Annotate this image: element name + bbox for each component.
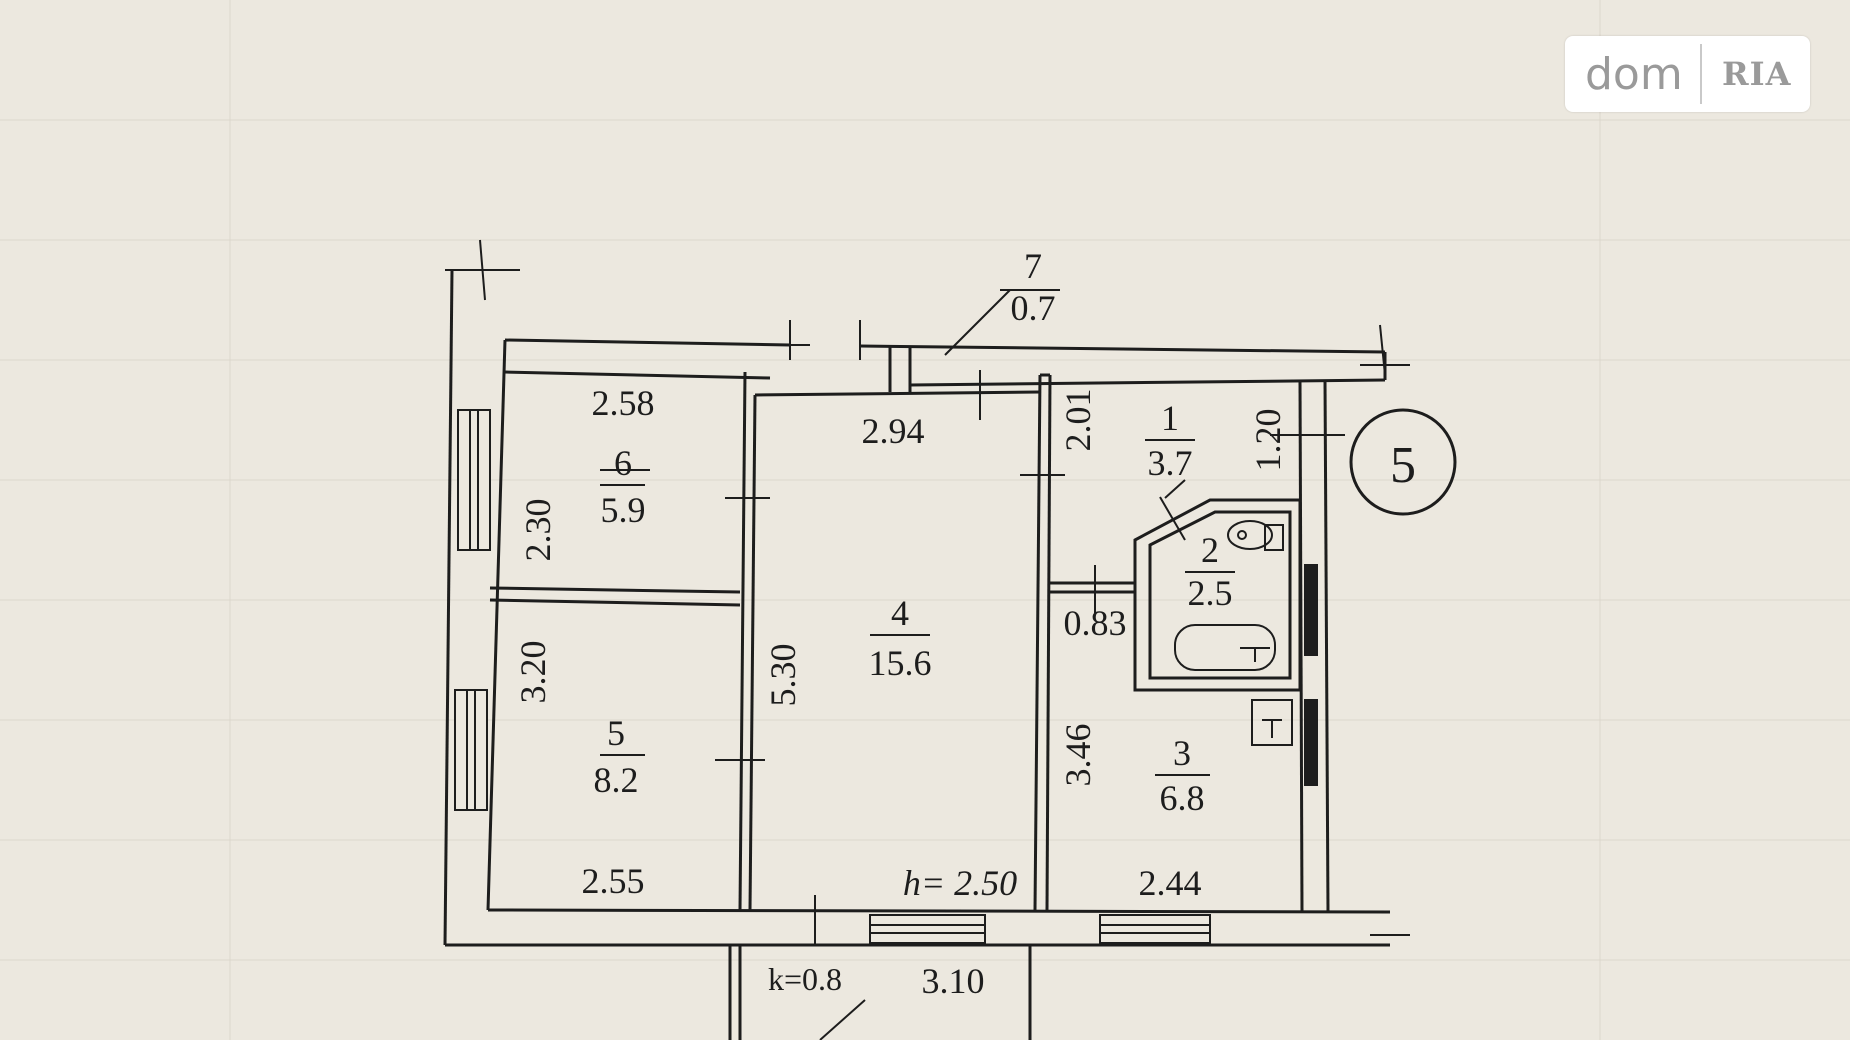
room-7-number: 7 xyxy=(1024,246,1042,286)
room-5-number: 5 xyxy=(607,713,625,753)
balcony-coefficient: k=0.8 xyxy=(768,961,842,997)
room-1-number: 1 xyxy=(1161,398,1179,438)
room-3-number: 3 xyxy=(1173,733,1191,773)
hall-top-dimension: 2.01 xyxy=(1058,389,1098,452)
room-6-area: 5.9 xyxy=(601,490,646,530)
hall-bottom-dimension: 3.46 xyxy=(1058,724,1098,787)
walls xyxy=(443,269,1391,1040)
room-2-area: 2.5 xyxy=(1188,573,1233,613)
room-2-number: 2 xyxy=(1201,530,1219,570)
watermark-divider xyxy=(1700,44,1702,104)
bathroom-fixtures xyxy=(1174,520,1318,786)
room-1-area: 3.7 xyxy=(1148,443,1193,483)
room-5-depth: 3.20 xyxy=(513,641,553,704)
room-6-width: 2.58 xyxy=(592,383,655,423)
room-4-width: 2.94 xyxy=(862,411,925,451)
room-4-area: 15.6 xyxy=(869,643,932,683)
section-number: 5 xyxy=(1390,437,1416,494)
windows xyxy=(454,409,1211,944)
room-5-width: 2.55 xyxy=(582,861,645,901)
room-6-depth: 2.30 xyxy=(518,499,558,562)
watermark-ria-text: RIA xyxy=(1722,55,1792,93)
dimension-marks xyxy=(445,239,1410,1040)
room-5-area: 8.2 xyxy=(594,760,639,800)
hall-mid-dimension: 0.83 xyxy=(1064,603,1127,643)
room-4-depth: 5.30 xyxy=(763,644,803,707)
watermark-dom-text: dom xyxy=(1585,48,1683,100)
dom-ria-watermark: dom RIA xyxy=(1565,36,1810,112)
ceiling-height: h= 2.50 xyxy=(903,863,1017,903)
room-4-number: 4 xyxy=(891,593,909,633)
fraction-bars xyxy=(600,289,1235,776)
bath-depth-dimension: 1.20 xyxy=(1248,409,1288,472)
hall-width-dimension: 2.44 xyxy=(1139,863,1202,903)
room-7-area: 0.7 xyxy=(1011,288,1056,328)
section-marker xyxy=(1349,408,1457,516)
room-6-number: 6 xyxy=(614,443,632,483)
balcony-width: 3.10 xyxy=(922,961,985,1001)
room-3-area: 6.8 xyxy=(1160,778,1205,818)
